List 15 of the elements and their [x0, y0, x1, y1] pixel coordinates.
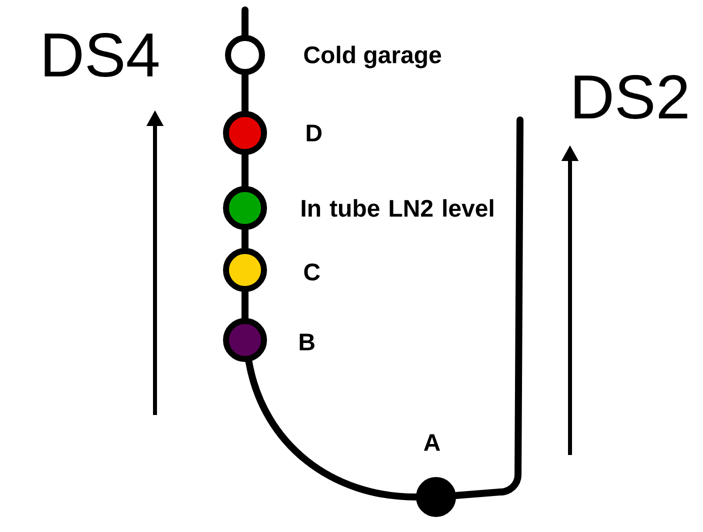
point-label: D	[306, 124, 322, 142]
tube-line	[452, 116, 524, 499]
tube-line	[242, 288, 248, 322]
tube-line	[242, 72, 248, 114]
point-label: B	[300, 334, 314, 350]
tube-line	[242, 6, 248, 38]
stage-label: DS2	[574, 75, 688, 119]
tube-line	[242, 226, 248, 252]
stage-label: DS4	[44, 33, 158, 77]
point-label: A	[424, 434, 440, 451]
point-label: Cold garage	[304, 46, 442, 68]
tube-line	[245, 358, 420, 500]
tube-line	[242, 152, 248, 190]
point-label: In tube LN2 level	[302, 199, 494, 217]
point-label: C	[304, 264, 320, 280]
